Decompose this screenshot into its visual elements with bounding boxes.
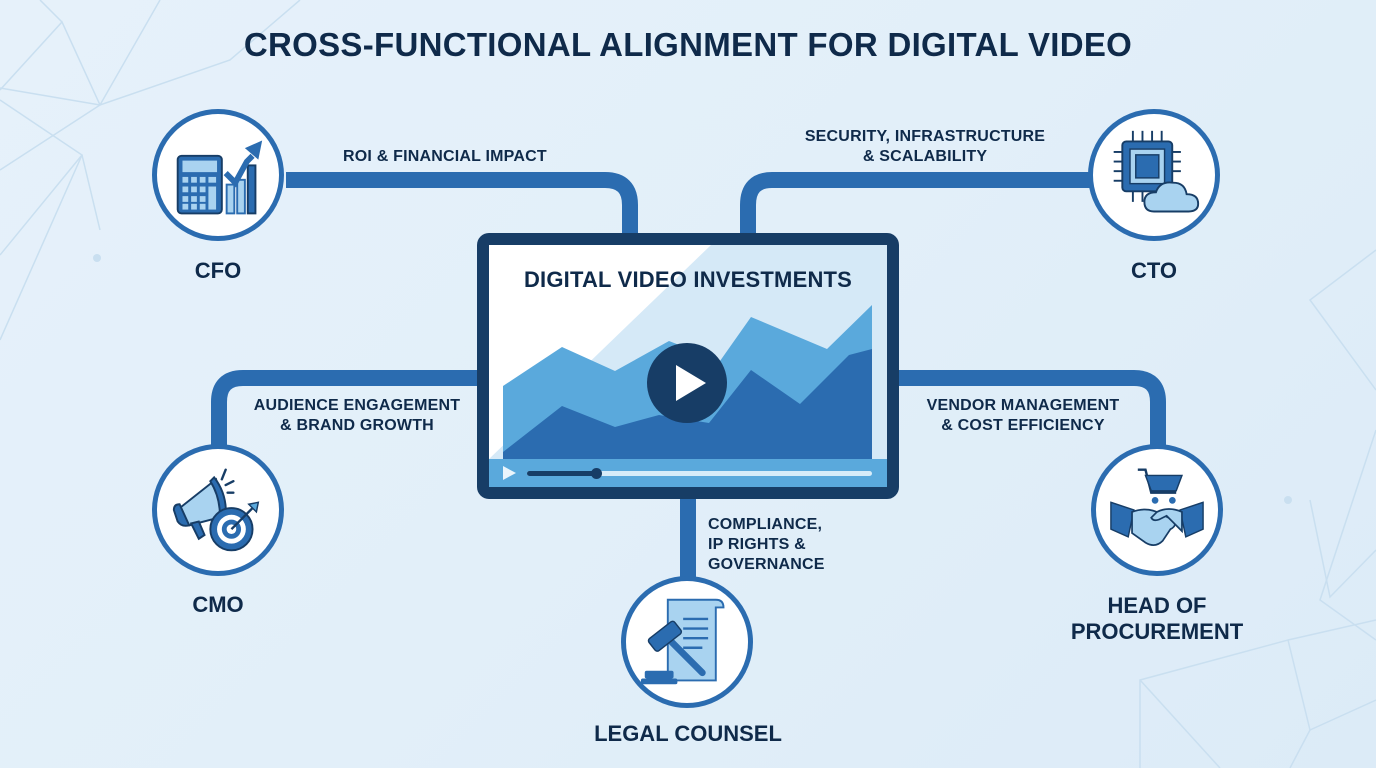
cto-connection-label-line2: & SCALABILITY [862,148,988,165]
procurement-connection-label-line1: VENDOR MANAGEMENT [926,397,1120,414]
control-play-icon[interactable] [503,466,516,480]
progress-fill [527,471,596,476]
cto-role-label: CTO [1130,258,1178,283]
legal-connection-label-line2: IP RIGHTS & [708,536,806,553]
procurement-role-line1: HEAD OF [1107,593,1207,618]
legal-connection-label: COMPLIANCE, IP RIGHTS & GOVERNANCE [708,515,825,575]
cto-connection-label-line1: SECURITY, INFRASTRUCTURE [804,128,1046,145]
procurement-role-label: HEAD OF PROCUREMENT [1046,593,1268,645]
progress-knob[interactable] [591,468,602,479]
procurement-connection-label-line2: & COST EFFICIENCY [941,417,1105,434]
cmo-role-label: CMO [192,592,244,617]
cfo-role-label: CFO [194,258,242,283]
legal-connection-label-line1: COMPLIANCE, [708,516,823,533]
cmo-connection-label-line2: & BRAND GROWTH [280,417,434,434]
progress-scrubber[interactable] [527,468,872,479]
legal-node [621,576,753,708]
procurement-role-line2: PROCUREMENT [1070,619,1244,644]
cfo-node [152,109,284,241]
play-icon [676,365,706,401]
chip-cloud-icon [1113,130,1200,213]
play-button[interactable] [647,343,727,423]
video-player-monitor: DIGITAL VIDEO INVESTMENTS [477,233,899,499]
page-title: CROSS-FUNCTIONAL ALIGNMENT FOR DIGITAL V… [243,26,1133,63]
cmo-connection-label-line1: AUDIENCE ENGAGEMENT [253,397,461,414]
cart-handshake-icon [1110,468,1204,546]
gavel-document-icon [640,598,725,685]
legal-role-label: LEGAL COUNSEL [594,721,782,746]
procurement-connection-label: VENDOR MANAGEMENT & COST EFFICIENCY [910,396,1136,436]
cmo-connection-label: AUDIENCE ENGAGEMENT & BRAND GROWTH [244,396,470,436]
legal-connection-label-line3: GOVERNANCE [708,556,825,573]
cto-node [1088,109,1220,241]
cto-connection-label: SECURITY, INFRASTRUCTURE & SCALABILITY [772,127,1078,167]
megaphone-target-icon [172,468,260,552]
cfo-connection-label: ROI & FINANCIAL IMPACT [343,148,547,165]
calculator-growth-chart-icon [176,140,263,215]
procurement-node [1091,444,1223,576]
cmo-node [152,444,284,576]
video-controls-bar [489,459,887,487]
center-title: DIGITAL VIDEO INVESTMENTS [523,267,853,292]
video-screen: DIGITAL VIDEO INVESTMENTS [489,245,887,487]
